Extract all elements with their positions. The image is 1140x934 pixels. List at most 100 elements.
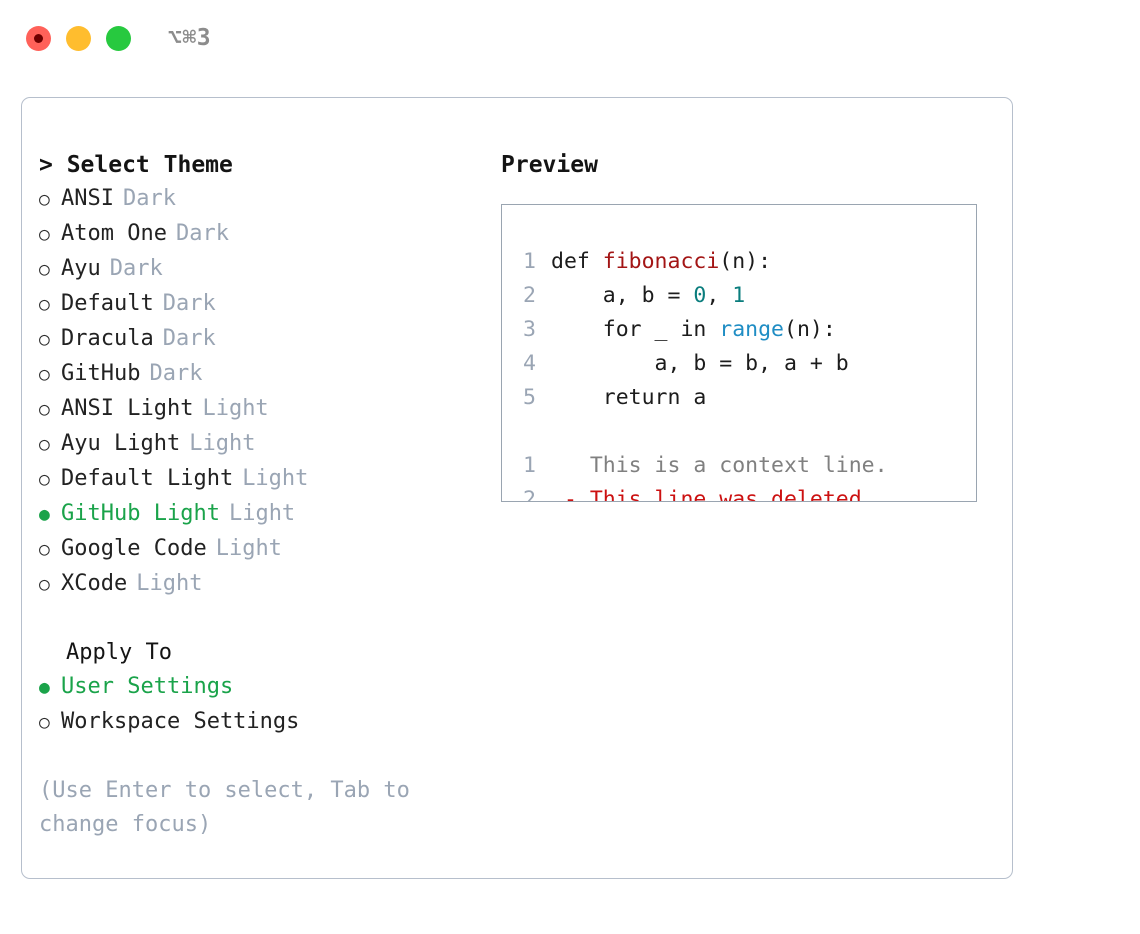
diff-sample: 1 This is a context line.2 - This line w… bbox=[502, 449, 976, 502]
theme-option-kind: Light bbox=[242, 466, 309, 491]
diff-line: 1 This is a context line. bbox=[502, 449, 976, 483]
theme-option-label: Ayu bbox=[61, 256, 101, 281]
apply-to-option-label: Workspace Settings bbox=[61, 709, 300, 734]
theme-option-kind: Dark bbox=[149, 361, 203, 386]
theme-option-label: Default bbox=[61, 291, 154, 316]
theme-option-kind: Dark bbox=[109, 256, 163, 281]
theme-option-label: GitHub Light bbox=[61, 501, 220, 526]
radio-unselected-icon: ○ bbox=[39, 399, 50, 420]
code-token: , bbox=[706, 283, 733, 308]
code-token: (n): bbox=[784, 317, 836, 342]
theme-option-kind: Light bbox=[136, 571, 203, 596]
theme-option-label: Default Light bbox=[61, 466, 234, 491]
theme-option-label: Dracula bbox=[61, 326, 154, 351]
code-line: 4 a, b = b, a + b bbox=[502, 347, 976, 381]
code-token: return a bbox=[551, 385, 707, 410]
radio-unselected-icon: ○ bbox=[39, 189, 50, 210]
radio-unselected-icon: ○ bbox=[39, 329, 50, 350]
code-token: for _ in bbox=[551, 317, 720, 342]
radio-unselected-icon: ○ bbox=[39, 469, 50, 490]
theme-option-ansi[interactable]: ○ ANSI Dark bbox=[39, 182, 469, 217]
code-token: a, b = bbox=[551, 283, 694, 308]
spacer bbox=[39, 602, 469, 636]
theme-option-github[interactable]: ○ GitHub Dark bbox=[39, 357, 469, 392]
keyboard-hint: (Use Enter to select, Tab to change focu… bbox=[39, 778, 410, 837]
theme-option-atom-one[interactable]: ○ Atom One Dark bbox=[39, 217, 469, 252]
title-bar: ⌥⌘3 bbox=[0, 0, 1140, 76]
theme-option-label: Google Code bbox=[61, 536, 207, 561]
theme-option-label: XCode bbox=[61, 571, 128, 596]
theme-option-kind: Dark bbox=[175, 221, 229, 246]
code-line: 5 return a bbox=[502, 381, 976, 415]
theme-option-label: ANSI bbox=[61, 186, 114, 211]
theme-option-label: Atom One bbox=[61, 221, 167, 246]
code-token: - This line was deleted. bbox=[551, 487, 875, 502]
keyboard-shortcut-label: ⌥⌘3 bbox=[168, 25, 212, 51]
code-line: 1 def fibonacci(n): bbox=[502, 245, 976, 279]
theme-option-dracula[interactable]: ○ Dracula Dark bbox=[39, 322, 469, 357]
line-number: 3 bbox=[523, 317, 536, 342]
theme-option-kind: Light bbox=[215, 536, 282, 561]
code-line: 2 a, b = 0, 1 bbox=[502, 279, 976, 313]
theme-option-kind: Dark bbox=[122, 186, 176, 211]
theme-option-google-code[interactable]: ○ Google Code Light bbox=[39, 532, 469, 567]
diff-line: 2 - This line was deleted. bbox=[502, 483, 976, 502]
spacer bbox=[502, 415, 976, 449]
radio-unselected-icon: ○ bbox=[39, 224, 50, 245]
theme-option-default[interactable]: ○ Default Dark bbox=[39, 287, 469, 322]
line-number: 2 bbox=[523, 283, 536, 308]
theme-option-xcode[interactable]: ○ XCode Light bbox=[39, 567, 469, 602]
theme-option-kind: Light bbox=[202, 396, 269, 421]
theme-option-kind: Dark bbox=[162, 326, 216, 351]
radio-selected-icon: ● bbox=[39, 504, 50, 525]
theme-option-github-light[interactable]: ● GitHub Light Light bbox=[39, 497, 469, 532]
line-number: 5 bbox=[523, 385, 536, 410]
theme-option-label: GitHub bbox=[61, 361, 141, 386]
line-number: 2 bbox=[523, 487, 536, 502]
code-token: 1 bbox=[732, 283, 746, 308]
apply-to-option-workspace-settings[interactable]: ○ Workspace Settings bbox=[39, 705, 469, 740]
line-number: 1 bbox=[523, 453, 536, 478]
line-number: 4 bbox=[523, 351, 536, 376]
apply-to-list: ● User Settings ○ Workspace Settings bbox=[39, 670, 469, 740]
radio-unselected-icon: ○ bbox=[39, 712, 50, 733]
maximize-icon[interactable] bbox=[106, 26, 131, 51]
theme-option-default-light[interactable]: ○ Default Light Light bbox=[39, 462, 469, 497]
minimize-icon[interactable] bbox=[66, 26, 91, 51]
theme-option-kind: Light bbox=[189, 431, 256, 456]
theme-option-ayu[interactable]: ○ Ayu Dark bbox=[39, 252, 469, 287]
theme-option-label: Ayu Light bbox=[61, 431, 181, 456]
preview-title: Preview bbox=[501, 152, 598, 178]
apply-to-header: Apply To bbox=[66, 640, 172, 665]
radio-selected-icon: ● bbox=[39, 677, 50, 698]
radio-unselected-icon: ○ bbox=[39, 574, 50, 595]
line-number: 1 bbox=[523, 249, 536, 274]
radio-unselected-icon: ○ bbox=[39, 294, 50, 315]
close-icon[interactable] bbox=[26, 26, 51, 51]
apply-to-option-label: User Settings bbox=[61, 674, 234, 699]
code-token: This is a context line. bbox=[551, 453, 888, 478]
radio-unselected-icon: ○ bbox=[39, 259, 50, 280]
code-token: a, b = b, a + b bbox=[551, 351, 849, 376]
window-controls bbox=[26, 26, 131, 51]
code-token: def bbox=[551, 249, 603, 274]
code-token: range bbox=[719, 317, 785, 342]
theme-option-kind: Dark bbox=[162, 291, 216, 316]
code-token: fibonacci bbox=[602, 249, 720, 274]
theme-option-ayu-light[interactable]: ○ Ayu Light Light bbox=[39, 427, 469, 462]
apply-to-option-user-settings[interactable]: ● User Settings bbox=[39, 670, 469, 705]
code-token: (n): bbox=[719, 249, 772, 274]
radio-unselected-icon: ○ bbox=[39, 539, 50, 560]
code-line: 3 for _ in range(n): bbox=[502, 313, 976, 347]
theme-option-kind: Light bbox=[228, 501, 296, 526]
radio-unselected-icon: ○ bbox=[39, 434, 50, 455]
code-token: 0 bbox=[693, 283, 707, 308]
radio-unselected-icon: ○ bbox=[39, 364, 50, 385]
